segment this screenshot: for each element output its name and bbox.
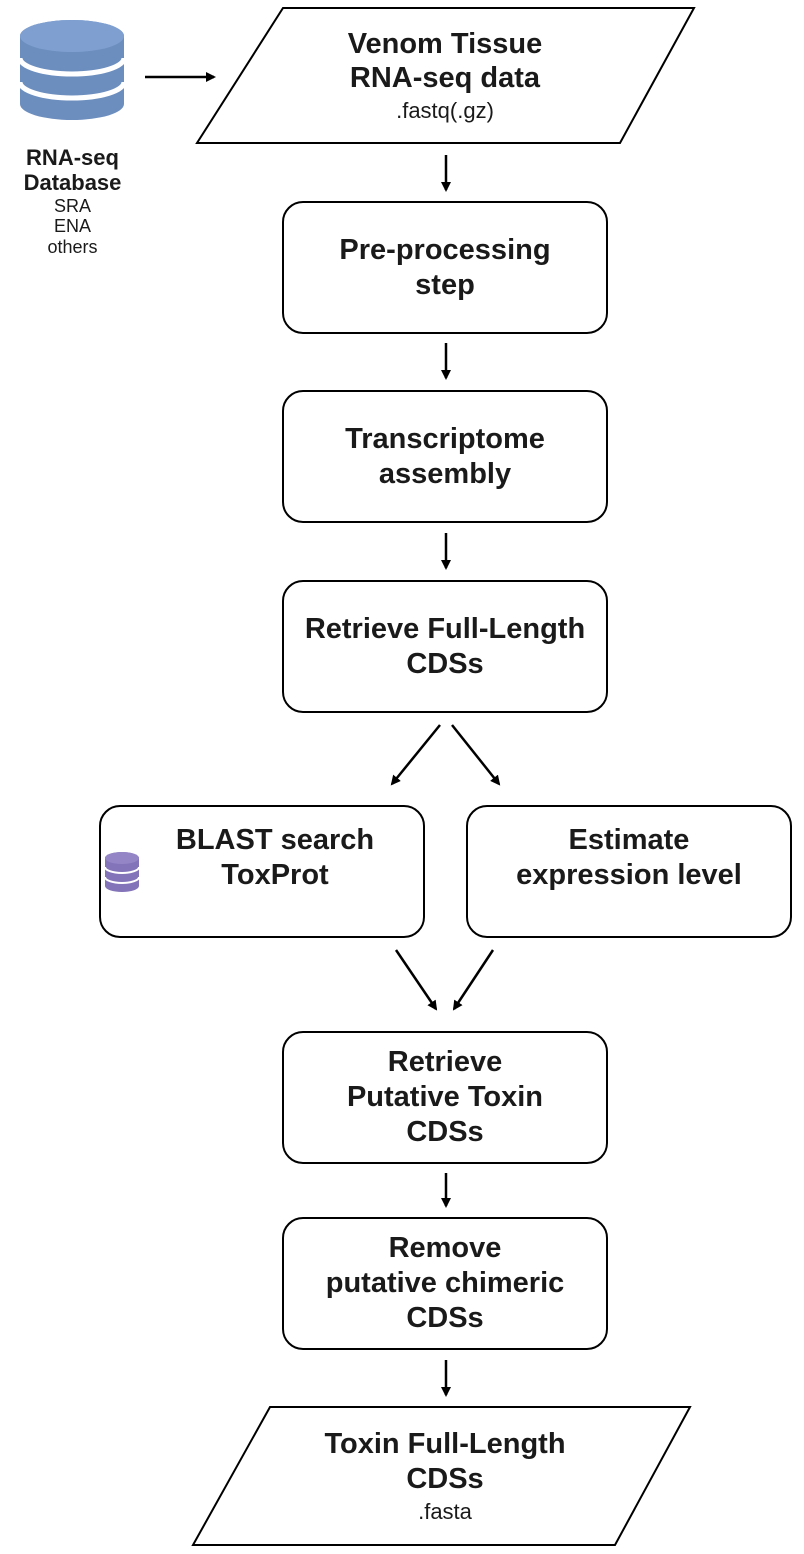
database-source-sra: SRA	[53, 195, 91, 216]
retrieve-toxin-line1: Retrieve	[387, 1046, 503, 1079]
database-title-line2: Database	[23, 170, 122, 196]
retrieve-toxin-box	[282, 1031, 608, 1164]
assembly-text: Transcriptome assembly	[283, 391, 607, 522]
blast-box	[99, 805, 425, 938]
remove-chimeric-line2: putative chimeric	[325, 1267, 565, 1300]
output-format: .fasta	[418, 1498, 472, 1524]
retrieve-full-line2: CDSs	[406, 647, 484, 680]
output-data-text: Toxin Full-Length CDSs .fasta	[240, 1417, 650, 1535]
output-line1: Toxin Full-Length	[324, 1428, 566, 1460]
input-data-text: Venom Tissue RNA-seq data .fastq(.gz)	[250, 18, 640, 133]
preprocessing-box	[282, 201, 608, 334]
input-format: .fastq(.gz)	[396, 98, 494, 124]
database-icon	[17, 20, 127, 120]
output-data-shape	[191, 1406, 692, 1546]
blast-line2: ToxProt	[221, 858, 329, 891]
retrieve-toxin-line2: Putative Toxin	[346, 1081, 544, 1114]
retrieve-toxin-text: Retrieve Putative Toxin CDSs	[283, 1032, 607, 1163]
input-line1: Venom Tissue	[347, 27, 543, 60]
toxprot-database-icon	[104, 852, 140, 892]
retrieve-full-text: Retrieve Full-Length CDSs	[283, 581, 607, 712]
expression-box	[466, 805, 792, 938]
input-data-shape	[195, 7, 696, 144]
database-source-ena: ENA	[53, 216, 91, 237]
database-source-others: others	[47, 236, 98, 257]
blast-line1: BLAST search	[175, 823, 375, 856]
database-label: RNA-seq Database SRA ENA others	[0, 145, 145, 258]
input-line2: RNA-seq data	[349, 62, 541, 95]
retrieve-toxin-line3: CDSs	[406, 1115, 484, 1148]
preprocessing-line2: step	[415, 268, 475, 301]
output-line2: CDSs	[406, 1462, 484, 1495]
arrow-expression-to-toxin	[452, 949, 495, 1011]
retrieve-full-box	[282, 580, 608, 713]
assembly-box	[282, 390, 608, 523]
database-title-line1: RNA-seq	[26, 145, 119, 170]
retrieve-full-line1: Retrieve Full-Length	[304, 612, 586, 645]
preprocessing-line1: Pre-processing	[339, 233, 551, 266]
expression-line2: expression level	[516, 858, 742, 891]
assembly-line1: Transcriptome	[345, 422, 545, 455]
arrow-retrieve-to-blast	[390, 724, 441, 786]
arrow-retrieve-to-expression	[451, 724, 501, 786]
expression-line1: Estimate	[568, 823, 690, 856]
remove-chimeric-text: Remove putative chimeric CDSs	[283, 1218, 607, 1349]
preprocessing-text: Pre-processing step	[283, 202, 607, 333]
remove-chimeric-line3: CDSs	[406, 1301, 484, 1334]
expression-text: Estimate expression level	[467, 792, 791, 923]
assembly-line2: assembly	[378, 457, 512, 490]
blast-text: BLAST search ToxProt	[140, 792, 410, 923]
remove-chimeric-box	[282, 1217, 608, 1350]
arrow-blast-to-toxin	[394, 949, 438, 1011]
remove-chimeric-line1: Remove	[388, 1232, 502, 1265]
